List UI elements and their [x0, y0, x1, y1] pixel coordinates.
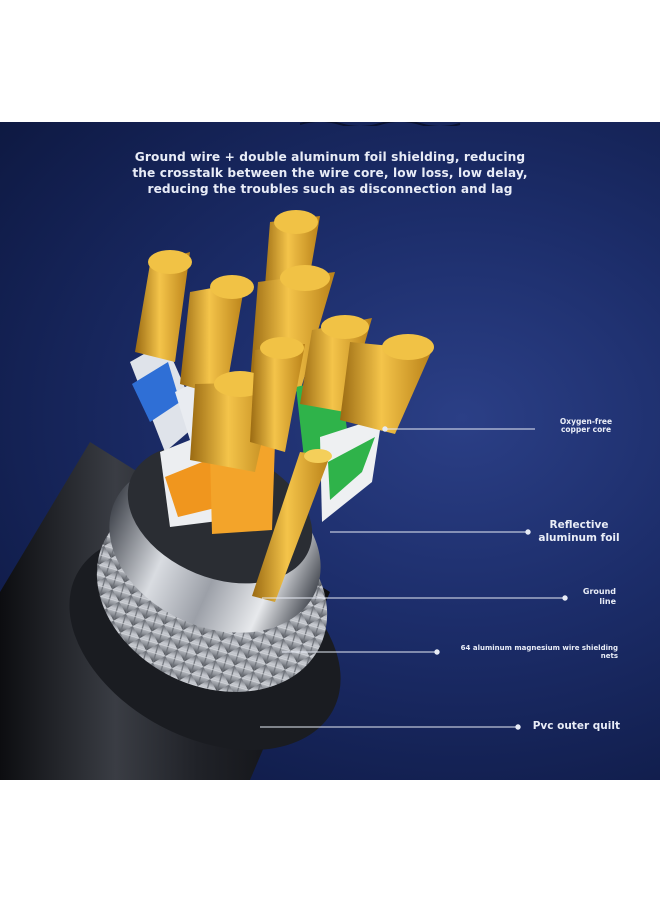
callout-dot-foil [525, 529, 531, 535]
label-foil-line-2: aluminum foil [538, 531, 620, 544]
label-pvc-outer: Pvc outer quilt [532, 720, 620, 732]
label-ground-line-2: line [599, 597, 616, 606]
top-decorative-mark [300, 122, 461, 126]
label-copper-line-2: copper core [560, 425, 612, 434]
callout-dot-ground [562, 595, 568, 601]
callout-dot-nets [434, 649, 440, 655]
label-shielding-nets: 64 aluminum magnesium wire shielding net… [454, 644, 618, 660]
callout-lines [260, 426, 568, 730]
label-nets-line-1: 64 aluminum magnesium wire shielding [460, 644, 618, 652]
twisted-pair-green-white [320, 334, 434, 522]
headline-line-1: Ground wire + double aluminum foil shiel… [134, 150, 526, 164]
label-ground-line-1: Ground [582, 587, 616, 596]
label-ground-line: Ground line [572, 587, 616, 607]
label-foil-line-1: Reflective [549, 519, 609, 531]
label-aluminum-foil: Reflective aluminum foil [536, 519, 622, 544]
callout-dot-copper [382, 426, 388, 432]
twisted-pair-blue [130, 250, 200, 452]
headline-line-2: the crosstalk between the wire core, low… [132, 166, 528, 180]
headline-text: Ground wire + double aluminum foil shiel… [120, 149, 540, 197]
label-copper-core: Oxygen-free copper core [548, 418, 624, 434]
ground-wire [252, 449, 332, 602]
label-nets-line-2: nets [600, 652, 618, 660]
headline-line-3: reducing the troubles such as disconnect… [147, 182, 513, 196]
product-image-panel: Ground wire + double aluminum foil shiel… [0, 122, 660, 780]
callout-dot-pvc [515, 724, 521, 730]
cable-illustration [0, 210, 568, 780]
label-copper-line-1: Oxygen-free [559, 417, 613, 426]
twisted-pair-orange [160, 337, 305, 534]
